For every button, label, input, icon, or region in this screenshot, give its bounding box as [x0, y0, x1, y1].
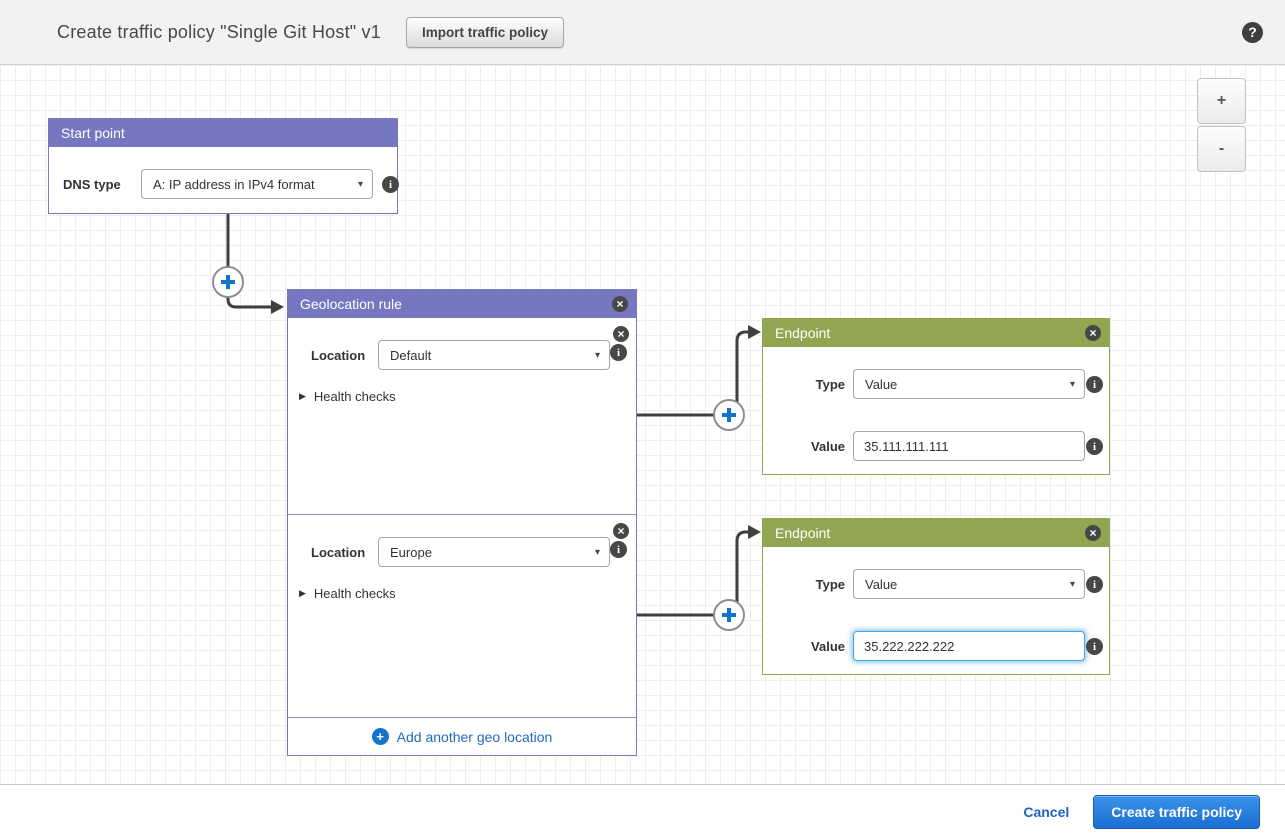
geolocation-rule-close-icon[interactable]: ×: [612, 296, 628, 312]
arrowhead-geo: [271, 300, 284, 314]
health-checks-label: Health checks: [313, 586, 396, 601]
endpoint-type-select[interactable]: Value ▾: [853, 569, 1085, 599]
endpoint-close-icon[interactable]: ×: [1085, 525, 1101, 541]
plus-icon: +: [371, 728, 389, 745]
endpoint-header: Endpoint ×: [763, 319, 1109, 347]
endpoint-header: Endpoint ×: [763, 519, 1109, 547]
import-traffic-policy-button[interactable]: Import traffic policy: [405, 16, 564, 48]
location-label: Location: [311, 545, 366, 560]
endpoint-type-label: Type: [815, 377, 845, 392]
chevron-down-icon: ▾: [594, 349, 600, 361]
chevron-down-icon: ▾: [357, 178, 363, 190]
endpoint-value-input[interactable]: [853, 431, 1085, 461]
add-connection-button-start[interactable]: [212, 266, 244, 298]
endpoint-type-select[interactable]: Value ▾: [853, 369, 1085, 399]
endpoint-value-input-focused[interactable]: [853, 631, 1085, 661]
add-connection-button-ep2[interactable]: [713, 599, 745, 631]
endpoint-type-info-icon[interactable]: i: [1086, 376, 1103, 393]
endpoint-type-label: Type: [815, 577, 845, 592]
location-selected-value: Europe: [390, 544, 432, 560]
chevron-down-icon: ▾: [1069, 578, 1075, 590]
cancel-link[interactable]: Cancel: [1023, 803, 1070, 820]
location-select-default[interactable]: Default ▾: [378, 340, 610, 370]
arrowhead-ep1: [748, 325, 761, 339]
chevron-down-icon: ▾: [1069, 378, 1075, 390]
endpoint-value-label: Value: [811, 639, 845, 654]
dns-type-info-icon[interactable]: i: [382, 176, 399, 193]
location-selected-value: Default: [390, 347, 432, 363]
connector-geo-to-ep2-elbow: [735, 530, 748, 603]
add-geo-location-label: Add another geo location: [396, 728, 553, 745]
geo-location-section-default: × Location Default ▾ i ▶ Health checks: [288, 318, 636, 515]
dns-type-select[interactable]: A: IP address in IPv4 format ▾: [141, 169, 373, 199]
endpoint-value-info-icon[interactable]: i: [1086, 638, 1103, 655]
health-checks-label: Health checks: [313, 389, 396, 404]
footer-actions: Cancel Create traffic policy: [0, 785, 1285, 838]
geolocation-rule-node: Geolocation rule × × Location Default ▾ …: [287, 289, 637, 756]
endpoint-type-info-icon[interactable]: i: [1086, 576, 1103, 593]
start-point-node: Start point DNS type A: IP address in IP…: [48, 118, 399, 214]
dns-type-selected-value: A: IP address in IPv4 format: [153, 176, 315, 192]
geo-section-close-icon[interactable]: ×: [613, 523, 629, 539]
health-checks-expander[interactable]: ▶ Health checks: [299, 586, 396, 601]
geo-location-section-europe: × Location Europe ▾ i ▶ Health checks: [288, 515, 636, 718]
add-connection-button-ep1[interactable]: [713, 399, 745, 431]
zoom-controls: + -: [1197, 78, 1246, 172]
health-checks-expander[interactable]: ▶ Health checks: [299, 389, 396, 404]
endpoint-title: Endpoint: [775, 525, 831, 541]
connector-geo-to-ep1-elbow: [735, 330, 748, 403]
endpoint-type-selected-value: Value: [865, 376, 898, 392]
endpoint-type-selected-value: Value: [865, 576, 898, 592]
zoom-out-button[interactable]: -: [1197, 126, 1246, 172]
arrowhead-ep2: [748, 525, 761, 539]
endpoint-node-1: Endpoint × Type Value ▾ i Value i: [762, 318, 1110, 475]
traffic-policy-canvas: + - Start point DNS type A: IP address i…: [0, 65, 1285, 785]
location-label: Location: [311, 348, 366, 363]
create-traffic-policy-button[interactable]: Create traffic policy: [1093, 794, 1260, 829]
endpoint-node-2: Endpoint × Type Value ▾ i Value i: [762, 518, 1110, 675]
location-select-europe[interactable]: Europe ▾: [378, 537, 610, 567]
expand-arrow-icon: ▶: [299, 588, 306, 598]
geolocation-rule-title: Geolocation rule: [300, 296, 402, 312]
endpoint-title: Endpoint: [775, 325, 831, 341]
add-another-geo-location-link[interactable]: + Add another geo location: [288, 718, 636, 755]
zoom-in-button[interactable]: +: [1197, 78, 1246, 124]
chevron-down-icon: ▾: [594, 546, 600, 558]
endpoint-value-info-icon[interactable]: i: [1086, 438, 1103, 455]
endpoint-value-label: Value: [811, 439, 845, 454]
geo-section-close-icon[interactable]: ×: [613, 326, 629, 342]
dns-type-label: DNS type: [63, 177, 121, 192]
topbar: Create traffic policy "Single Git Host" …: [0, 0, 1285, 65]
location-info-icon[interactable]: i: [610, 541, 627, 558]
start-point-header: Start point: [49, 119, 397, 147]
location-info-icon[interactable]: i: [610, 344, 627, 361]
endpoint-close-icon[interactable]: ×: [1085, 325, 1101, 341]
start-point-title: Start point: [61, 125, 125, 141]
connector-start-to-geo-elbow: [226, 297, 271, 309]
page-title: Create traffic policy "Single Git Host" …: [57, 21, 381, 42]
help-icon[interactable]: ?: [1242, 21, 1263, 43]
geolocation-rule-header: Geolocation rule ×: [288, 290, 636, 318]
expand-arrow-icon: ▶: [299, 391, 306, 401]
